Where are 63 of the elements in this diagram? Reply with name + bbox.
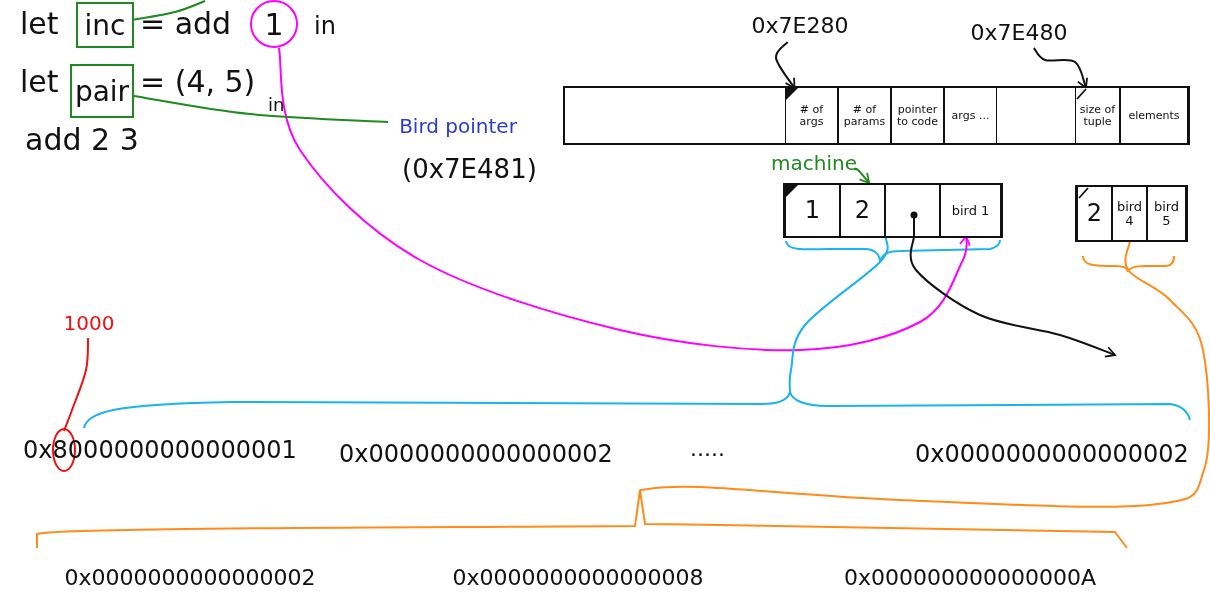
memory-cell (891, 88, 944, 143)
cell-text: args ... (951, 109, 990, 122)
address-label: 0x7E280 (740, 8, 860, 42)
memory-cell (944, 88, 997, 143)
cell-text: # of args (798, 103, 825, 128)
hex-value: 0x0000000000000002 (326, 434, 626, 474)
cell-text: # of params (842, 103, 887, 128)
memory-cell (840, 185, 885, 236)
connector-line (133, 0, 206, 21)
curly-brace (35, 488, 1130, 550)
annotation-text: machine (774, 150, 854, 176)
memory-cell (1147, 187, 1186, 240)
highlight-box (76, 2, 134, 48)
cell-text: bird 1 (951, 203, 990, 218)
memory-cell (785, 185, 840, 236)
arrow (277, 47, 972, 352)
memory-cell (1112, 187, 1147, 240)
code-text: inc (84, 8, 126, 42)
memory-strip (563, 86, 1190, 145)
hex-value: 0x000000000000000A (815, 558, 1125, 596)
code-text: = add (140, 6, 232, 41)
connector-line (788, 237, 889, 393)
highlight-circle (250, 0, 298, 48)
cell-text: bird 4 (1115, 199, 1144, 228)
ellipsis: ..... (690, 436, 725, 461)
code-text: in (268, 94, 285, 115)
cell-text: pointer to code (895, 103, 940, 128)
cell-text: 2 (1086, 200, 1103, 227)
memory-row (1075, 185, 1188, 242)
address-label: 0x7E480 (964, 16, 1074, 48)
connector-line (63, 337, 90, 432)
memory-row (783, 183, 1003, 238)
hex-value: 0x0000000000000002 (40, 558, 340, 596)
code-text: let (20, 64, 59, 99)
annotation-text: 1000 (56, 308, 122, 338)
code-text: in (314, 12, 336, 40)
arrow (774, 41, 796, 89)
cell-text: 2 (854, 197, 871, 224)
memory-cell (1077, 187, 1112, 240)
hex-value: 0x0000000000000008 (428, 558, 728, 596)
arrow (853, 167, 871, 184)
memory-cell (885, 185, 940, 236)
cell-text: bird 5 (1152, 199, 1181, 228)
address-note: (0x7E481) (402, 154, 537, 184)
connector-line (133, 94, 389, 123)
annotation-text: Bird pointer (388, 108, 528, 144)
memory-cell (1075, 88, 1120, 143)
memory-cell (940, 185, 1001, 236)
code-text: 1 (264, 6, 284, 42)
arrow (1032, 47, 1089, 89)
cell-text: elements (1128, 109, 1180, 122)
memory-cell (1120, 88, 1188, 143)
memory-cell (785, 88, 838, 143)
connector-line (639, 241, 1210, 508)
memory-cell (838, 88, 891, 143)
code-text: pair (74, 74, 130, 108)
code-text: = (4, 5) (140, 64, 256, 99)
cell-text: 1 (804, 197, 821, 224)
highlight-box (70, 64, 134, 118)
cell-text: size of tuple (1078, 103, 1117, 128)
hex-value: 0x0000000000000002 (898, 434, 1206, 474)
code-text: let (20, 6, 59, 41)
code-text: add 2 3 (25, 122, 139, 157)
